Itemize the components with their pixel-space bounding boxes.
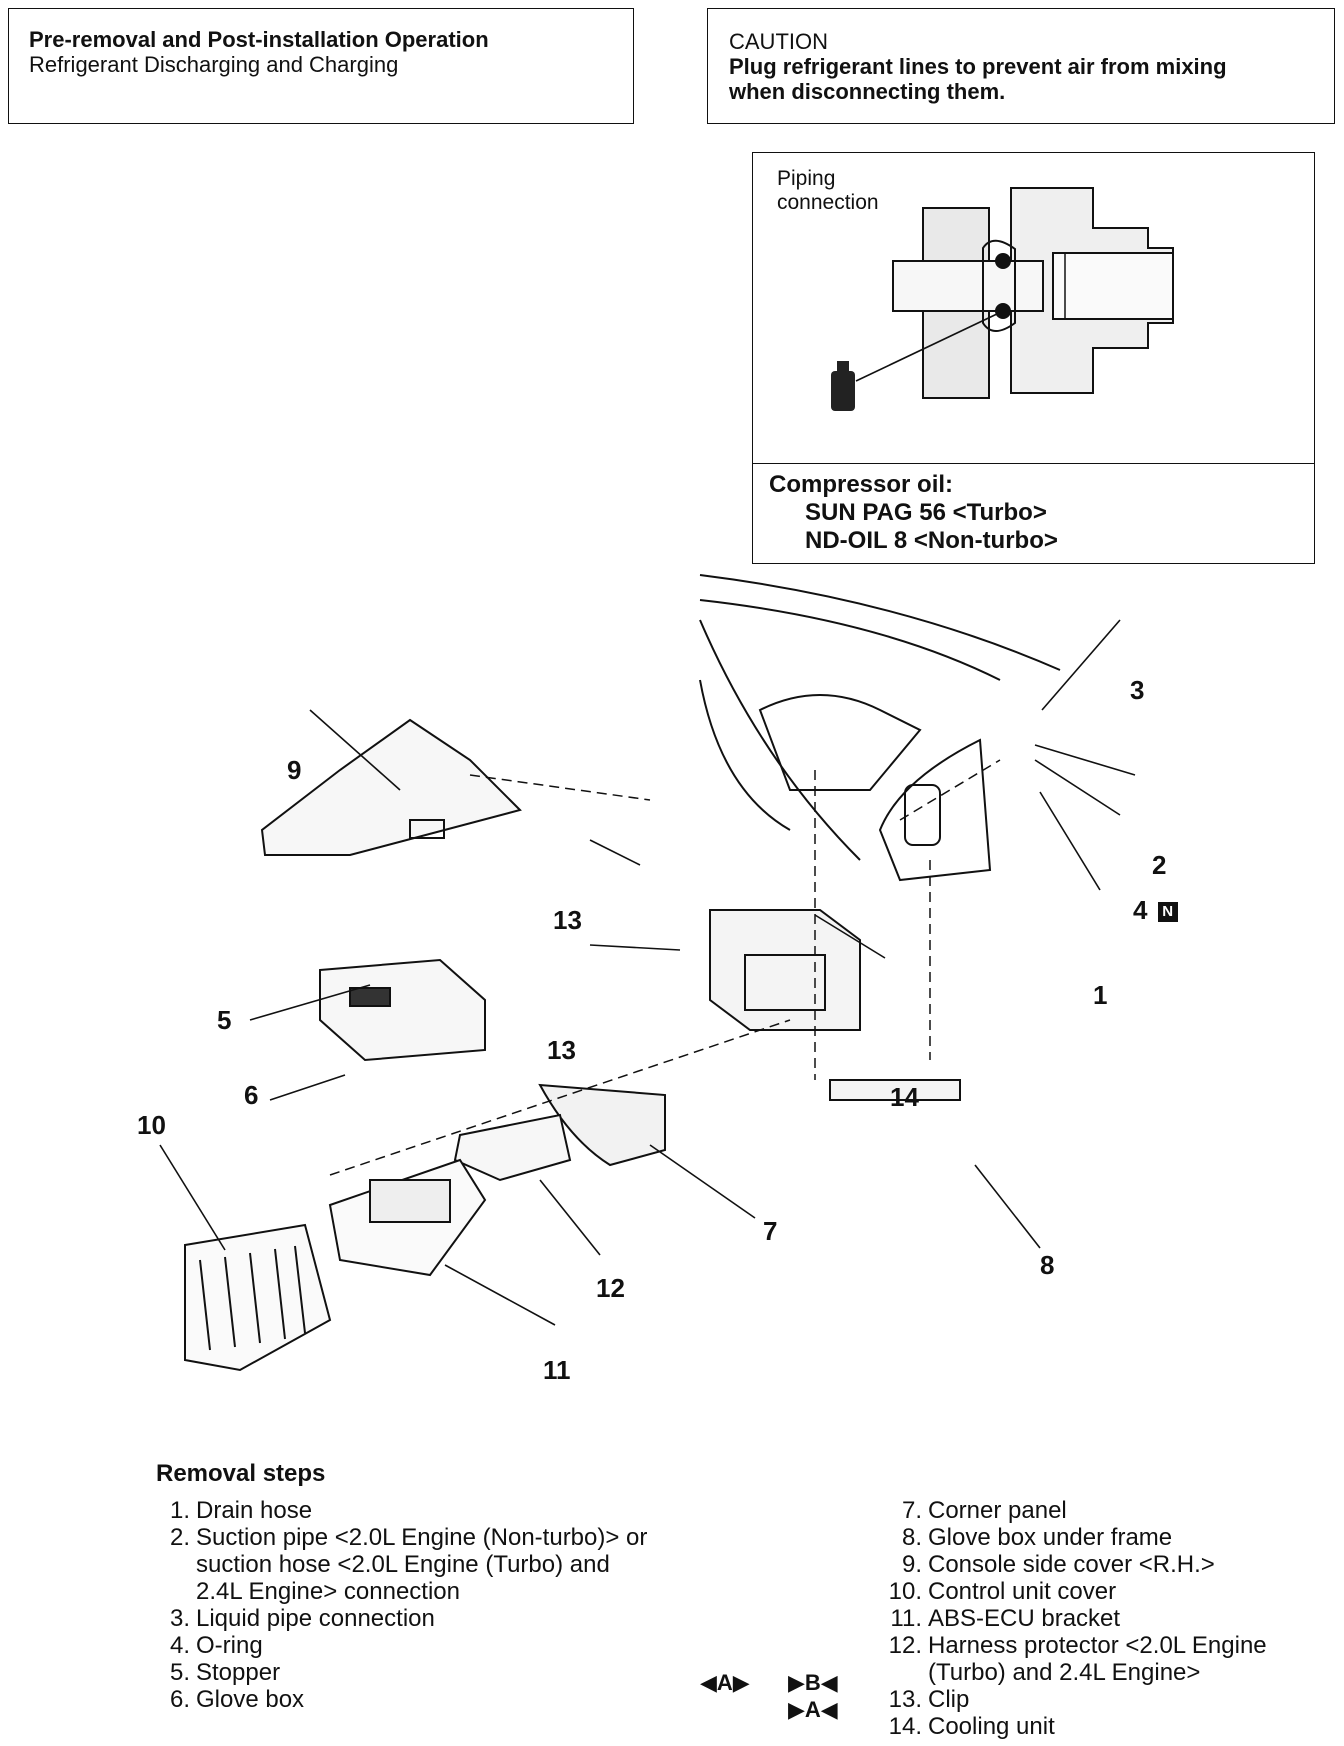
step-number: 13.	[888, 1686, 922, 1713]
callout-4: 4 N	[1133, 895, 1178, 926]
callout-13-lower: 13	[547, 1035, 576, 1065]
list-item: 9.Console side cover <R.H.>	[876, 1551, 1336, 1578]
piping-label-line-1: Piping	[777, 167, 836, 190]
step-text: Harness protector <2.0L Engine (Turbo) a…	[928, 1632, 1267, 1686]
callout-12: 12	[596, 1273, 625, 1303]
list-item: 5.Stopper	[156, 1659, 656, 1686]
piping-label: Piping connection	[777, 167, 879, 215]
callout-5: 5	[217, 1005, 232, 1035]
caution-box: CAUTION Plug refrigerant lines to preven…	[707, 8, 1335, 124]
step-number: 9.	[901, 1551, 922, 1578]
step-number: 7.	[901, 1497, 922, 1524]
callout-6: 6	[244, 1080, 259, 1110]
callout-2: 2	[1152, 850, 1167, 880]
step-number: 4.	[169, 1632, 190, 1659]
callout-10: 10	[137, 1110, 166, 1140]
callout-11: 11	[543, 1355, 571, 1385]
step-text: Glove box	[196, 1686, 305, 1713]
step-number: 3.	[169, 1605, 190, 1632]
step-text: O-ring	[196, 1632, 263, 1659]
exploded-view-diagram	[159, 574, 1136, 1372]
pre-removal-line: Refrigerant Discharging and Charging	[29, 52, 399, 77]
pre-removal-heading: Pre-removal and Post-installation Operat…	[29, 27, 489, 52]
step-number: 1.	[169, 1497, 190, 1524]
new-part-mark: N	[1157, 902, 1178, 923]
step-text: Liquid pipe connection	[196, 1605, 435, 1632]
step-text: Corner panel	[928, 1497, 1067, 1524]
piping-connection-box: Piping connection Compressor	[752, 152, 1315, 564]
step-text: Glove box under frame	[928, 1524, 1173, 1551]
list-item: 8.Glove box under frame	[876, 1524, 1336, 1551]
callout-8: 8	[1040, 1250, 1055, 1280]
list-item: 1.Drain hose	[156, 1497, 656, 1524]
step-number: 8.	[901, 1524, 922, 1551]
oil-turbo: SUN PAG 56 <Turbo>	[805, 499, 1047, 526]
step-text: Drain hose	[196, 1497, 313, 1524]
step-number: 11.	[890, 1605, 922, 1632]
piping-connection-diagram: Piping connection	[753, 153, 1314, 464]
step-text: Suction pipe <2.0L Engine (Non-turbo)> o…	[196, 1524, 648, 1605]
list-item: 7.Corner panel	[876, 1497, 1336, 1524]
list-item: 10.Control unit cover	[876, 1578, 1336, 1605]
step-text: Control unit cover	[928, 1578, 1117, 1605]
list-item: 13.Clip	[876, 1686, 1336, 1713]
list-item: 2.Suction pipe <2.0L Engine (Non-turbo)>…	[156, 1524, 656, 1605]
removal-steps-right: 7.Corner panel 8.Glove box under frame 9…	[876, 1497, 1336, 1740]
list-item: 3.Liquid pipe connection	[156, 1605, 656, 1632]
ref-mark-b: ▶B◀	[788, 1670, 838, 1695]
step-number: 6.	[169, 1686, 190, 1713]
callout-3: 3	[1130, 675, 1145, 705]
oil-nonturbo: ND-OIL 8 <Non-turbo>	[805, 527, 1058, 554]
caution-line-2: when disconnecting them.	[729, 79, 1006, 104]
step-number: 10.	[888, 1578, 922, 1605]
callout-7: 7	[763, 1216, 778, 1246]
step-text: Console side cover <R.H.>	[928, 1551, 1215, 1578]
step-number: 2.	[169, 1524, 190, 1551]
caution-heading: CAUTION	[729, 29, 828, 54]
ref-mark-a-install: ▶A◀	[788, 1697, 838, 1722]
removal-steps-title: Removal steps	[156, 1460, 326, 1487]
oil-title: Compressor oil:	[769, 471, 954, 498]
removal-steps-left: 1.Drain hose 2.Suction pipe <2.0L Engine…	[156, 1497, 656, 1713]
piping-label-line-2: connection	[777, 191, 879, 214]
step-number: 5.	[169, 1659, 190, 1686]
list-item: 6.Glove box	[156, 1686, 656, 1713]
callout-13-upper: 13	[553, 905, 582, 935]
list-item: 11.ABS-ECU bracket	[876, 1605, 1336, 1632]
list-item: 12.Harness protector <2.0L Engine (Turbo…	[876, 1632, 1336, 1686]
step-text: Stopper	[196, 1659, 281, 1686]
callout-9: 9	[287, 755, 302, 785]
callout-14: 14	[890, 1082, 919, 1112]
step-text: Cooling unit	[928, 1713, 1055, 1740]
step-text: ABS-ECU bracket	[928, 1605, 1121, 1632]
ref-mark-a-removal: ◀A▶	[700, 1670, 750, 1695]
caution-line-1: Plug refrigerant lines to prevent air fr…	[729, 54, 1227, 79]
step-number: 12.	[888, 1632, 922, 1659]
list-item: 4.O-ring	[156, 1632, 656, 1659]
pre-removal-box: Pre-removal and Post-installation Operat…	[8, 8, 634, 124]
compressor-oil-text: Compressor oil: SUN PAG 56 <Turbo> ND-OI…	[769, 471, 1058, 555]
step-number: 14.	[888, 1713, 922, 1740]
pipe-joint-illustration	[831, 187, 1174, 411]
list-item: 14.Cooling unit	[876, 1713, 1336, 1740]
callout-4-number: 4	[1133, 895, 1148, 925]
step-text: Clip	[928, 1686, 970, 1713]
callout-1: 1	[1093, 980, 1108, 1010]
